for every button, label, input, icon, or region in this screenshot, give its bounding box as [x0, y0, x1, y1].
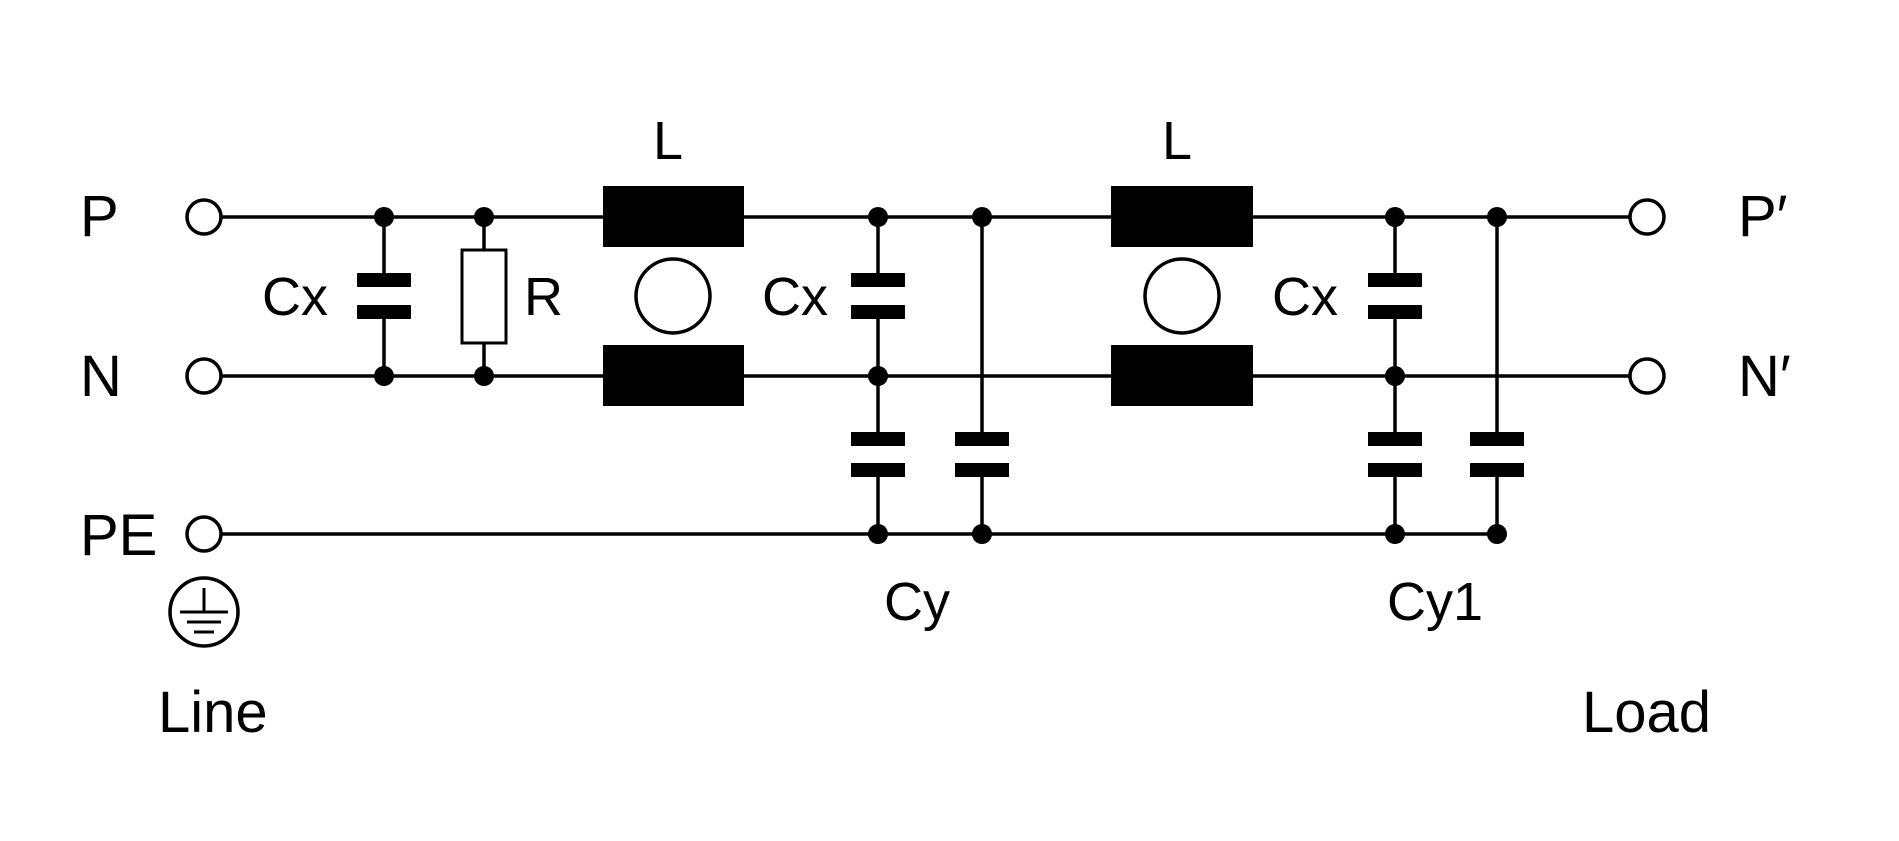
- label-line: Line: [158, 680, 268, 745]
- label-pe: PE: [80, 503, 157, 568]
- label-p: P: [80, 184, 119, 249]
- label-l2: L: [1162, 111, 1192, 171]
- terminal-p-out: [1628, 198, 1666, 236]
- capacitor-cy1-p: [1470, 207, 1524, 544]
- label-cx2: Cx: [762, 267, 828, 327]
- capacitor-cy1-n: [1368, 376, 1422, 544]
- terminal-n: [185, 357, 223, 395]
- label-cx1: Cx: [262, 267, 328, 327]
- capacitor-cy-p: [955, 207, 1009, 544]
- label-n: N: [80, 344, 122, 409]
- label-p-out: P′: [1738, 184, 1788, 249]
- terminal-p: [185, 198, 223, 236]
- label-cy1: Cy1: [1387, 572, 1483, 632]
- label-cx3: Cx: [1272, 267, 1338, 327]
- terminal-n-out: [1628, 357, 1666, 395]
- choke-l2: [1111, 186, 1253, 406]
- protective-earth-icon: [168, 576, 240, 648]
- capacitor-cx1: [357, 207, 411, 386]
- terminal-pe: [185, 515, 223, 553]
- label-n-out: N′: [1738, 344, 1791, 409]
- label-cy: Cy: [884, 572, 950, 632]
- resistor-r: [460, 207, 508, 386]
- capacitor-cx3: [1368, 207, 1422, 386]
- label-l1: L: [653, 111, 683, 171]
- choke-l1: [603, 186, 744, 406]
- label-load: Load: [1582, 680, 1711, 745]
- capacitor-cx2: [851, 207, 905, 386]
- capacitor-cy-n: [851, 376, 905, 544]
- label-r: R: [524, 267, 563, 327]
